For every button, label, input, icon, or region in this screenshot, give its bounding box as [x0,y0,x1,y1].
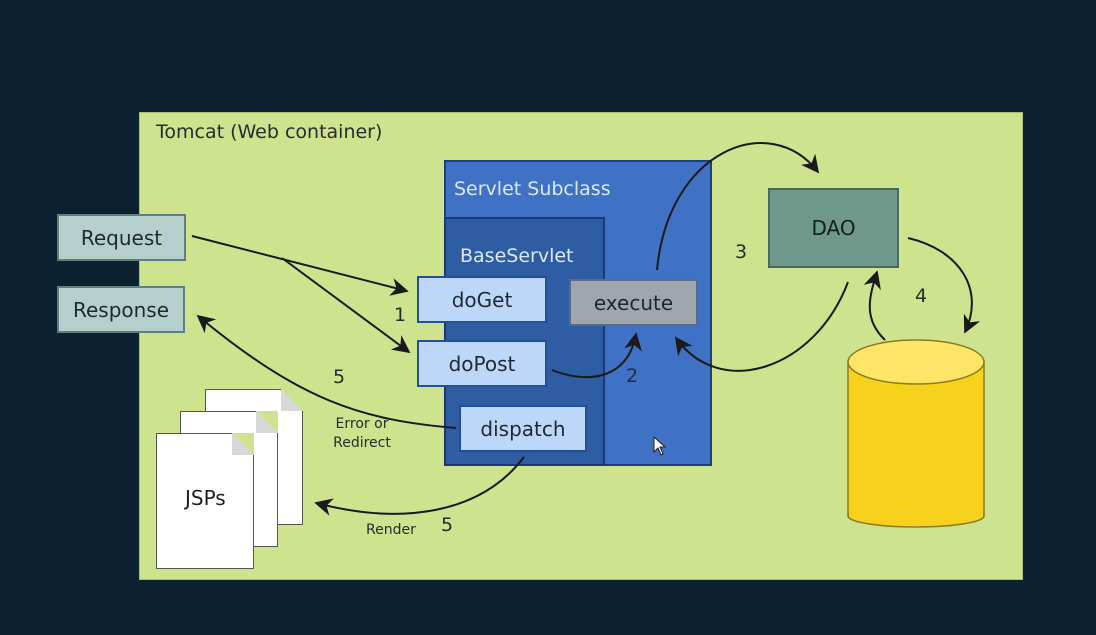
dopost-box: doPost [417,340,547,387]
redirect-text: Redirect [333,435,391,451]
base-servlet-title: BaseServlet [460,245,574,267]
arrow-execute-dao [656,142,820,271]
doget-label: doGet [451,287,513,312]
arrow-dispatch-jsps [314,456,525,516]
dispatch-label: dispatch [480,416,566,441]
doget-box: doGet [417,276,547,323]
servlet-subclass-title: Servlet Subclass [454,178,611,200]
arrow-dao-database [907,237,981,334]
step-4-label: 4 [915,285,928,307]
arrow-dao-execute [674,281,849,372]
error-or-redirect-label: Error or Redirect [322,415,402,453]
step-1-label: 1 [394,304,407,326]
step-3-label: 3 [735,241,748,263]
render-label: Render [366,522,416,538]
execute-label: execute [593,290,674,315]
arrow-dispatch-response [196,314,457,429]
dao-label: DAO [811,216,856,240]
step-5-render-label: 5 [441,514,454,536]
database-cylinder-icon [847,339,985,528]
request-label: Request [80,225,163,250]
response-label: Response [72,297,170,322]
step-2-label: 2 [626,365,639,387]
arrow-request-dopost [281,257,411,354]
execute-box: execute [569,279,698,326]
error-or-text: Error or [335,416,389,432]
jsps-label: JSPs [185,486,226,510]
response-box: Response [57,286,185,333]
dopost-label: doPost [448,351,516,376]
step-5-response-label: 5 [333,366,346,388]
arrow-dopost-execute [551,332,642,379]
request-box: Request [57,214,186,261]
arrow-request-doget [191,235,409,296]
jsp-page-front: JSPs [156,433,254,569]
arrow-database-dao [863,270,886,341]
dao-box: DAO [768,188,899,268]
mouse-cursor-icon [653,436,667,456]
dispatch-box: dispatch [459,405,587,452]
container-title: Tomcat (Web container) [156,121,383,143]
flow-arrows [191,142,981,516]
